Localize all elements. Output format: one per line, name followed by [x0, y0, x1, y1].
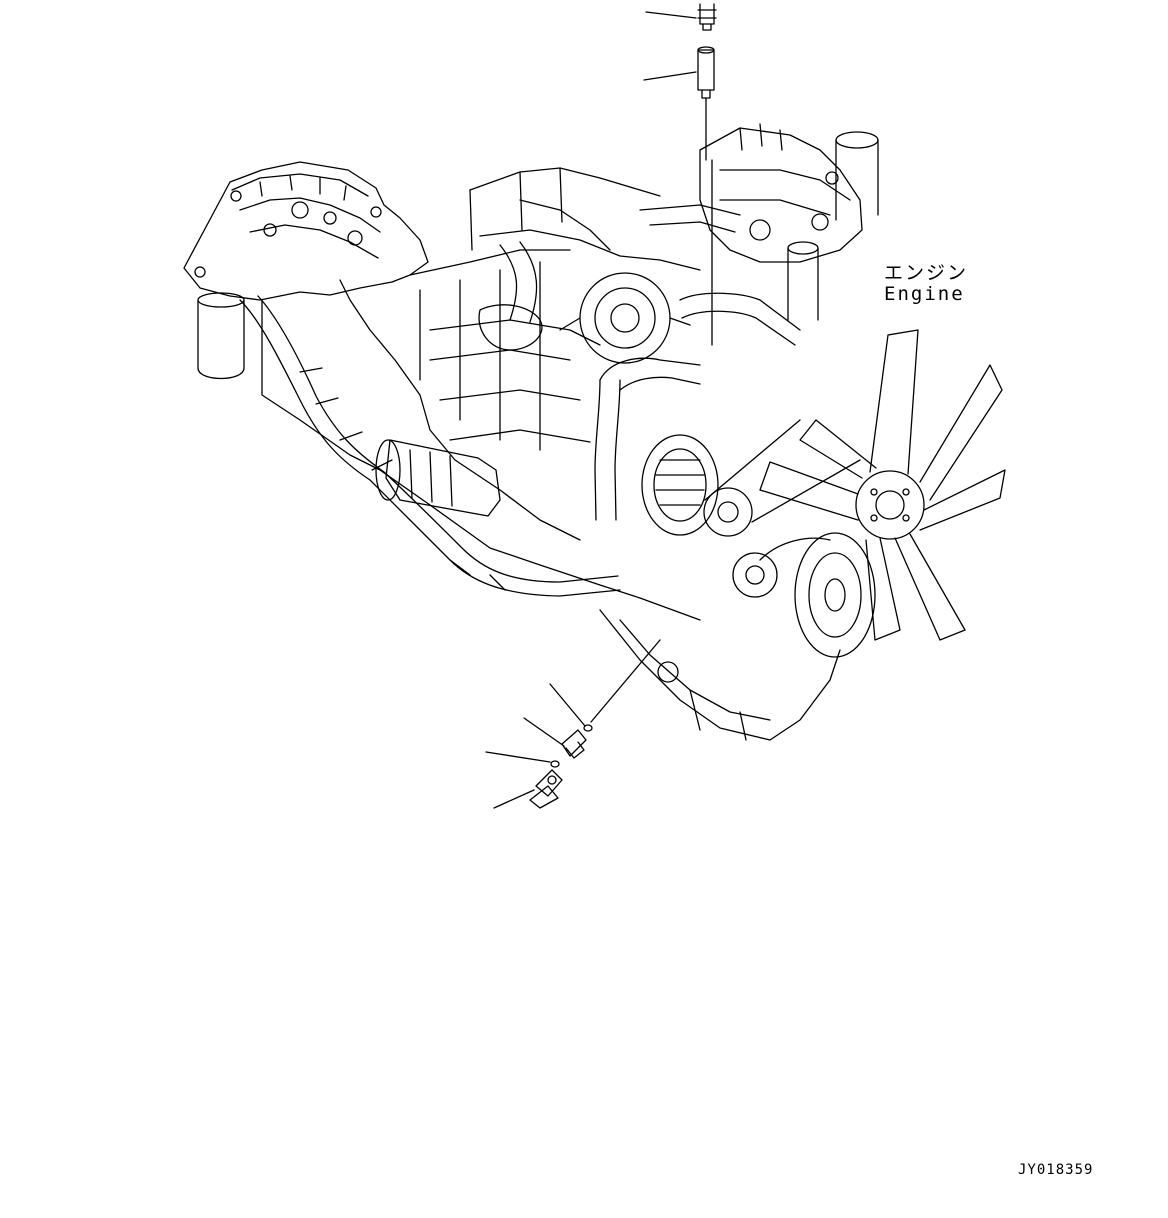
- engine-label-english: Engine: [884, 283, 965, 305]
- top-adapter-fitting: [697, 46, 715, 99]
- engine-label-japanese: エンジン: [884, 262, 969, 284]
- leader-line-o-ring-upper: [549, 683, 586, 727]
- adapter-fitting-lower: [561, 729, 587, 759]
- air-intake-tube: [787, 131, 879, 321]
- engine-block: [261, 167, 701, 621]
- pressure-sensor: [529, 769, 563, 809]
- top-union-fitting: [697, 3, 717, 31]
- leader-line-o-ring-lower: [485, 751, 551, 763]
- drawing-id-label: JY018359: [1018, 1162, 1094, 1178]
- turbocharger: [559, 272, 691, 364]
- alternator: [641, 434, 719, 536]
- starter-motor: [375, 439, 501, 517]
- intake-pipes: [499, 204, 801, 521]
- crank-pulley: [703, 419, 876, 658]
- oil-pan: [599, 609, 841, 741]
- control-valve-block: [183, 161, 429, 301]
- o-ring-upper: [583, 724, 593, 732]
- oil-filter: [197, 292, 245, 380]
- leader-line-top-union: [645, 11, 697, 19]
- leader-line-pressure-sensor: [493, 789, 535, 809]
- lower-hoses: [239, 295, 621, 597]
- injection-pump: [699, 123, 863, 263]
- leader-line-top-adapter: [643, 71, 697, 81]
- o-ring-lower: [550, 760, 560, 768]
- engine-assembly: [183, 97, 1006, 741]
- cooling-fan: [759, 329, 1006, 641]
- leader-lines: [590, 97, 713, 723]
- leader-line-adapter-lower: [523, 717, 565, 747]
